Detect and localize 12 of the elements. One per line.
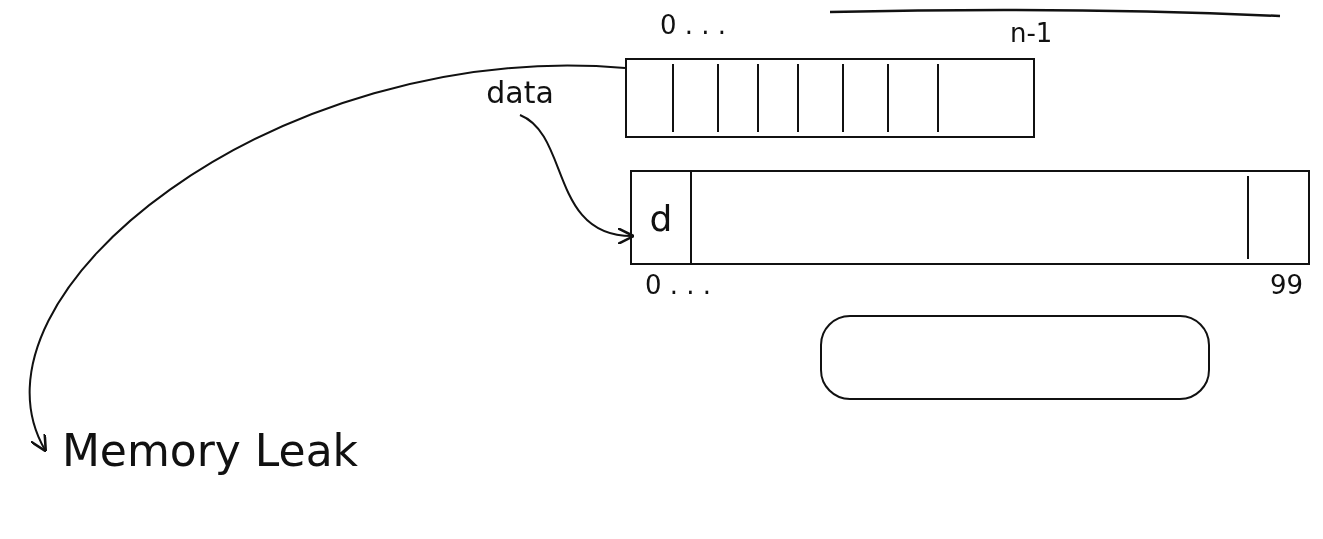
array-box [630, 170, 1310, 265]
index-label: 0 . . . [660, 10, 727, 40]
arrow [519, 114, 635, 244]
index-label: 0 . . . [645, 270, 712, 300]
rounded-box [820, 315, 1210, 400]
pointer-label: data [470, 70, 570, 115]
array-cell: d [632, 172, 692, 265]
note-text: Memory Leak [45, 415, 375, 485]
index-label: 99 [1270, 270, 1304, 300]
arrow [29, 65, 626, 453]
index-label: n-1 [1010, 18, 1053, 48]
array-box [625, 58, 1035, 138]
